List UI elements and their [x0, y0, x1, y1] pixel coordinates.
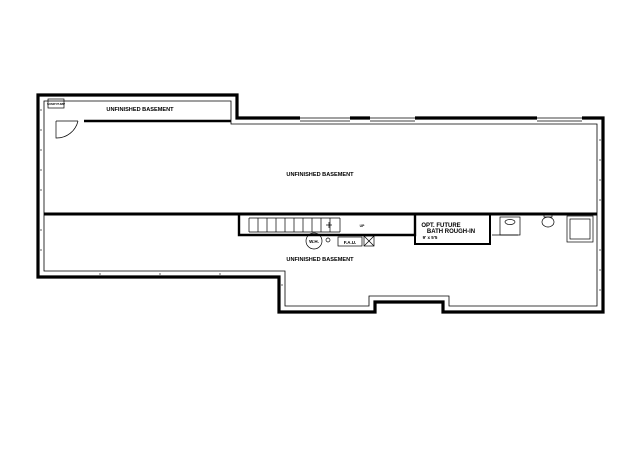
furnace-icon [337, 236, 363, 247]
bath-label-2: BATH ROUGH-IN [427, 229, 475, 235]
stairs: UP [237, 214, 417, 237]
sump-pump-box: SUMP PUMP [47, 98, 65, 109]
window-openings [300, 115, 582, 127]
bath-rough-in: OPT. FUTURE BATH ROUGH-IN 9' x 5'5 [414, 213, 594, 245]
up-label: UP [360, 224, 365, 228]
shower-icon [566, 215, 594, 243]
mechanical-equipment: W.H. F.A.U. [305, 232, 375, 250]
wall-hatching [40, 109, 601, 291]
bath-dims: 9' x 5'5 [423, 235, 438, 240]
sump-label: SUMP PUMP [47, 102, 65, 106]
bath-label-1: OPT. FUTURE [421, 223, 460, 229]
door-swing [55, 120, 79, 139]
water-heater-label: W.H. [309, 239, 319, 244]
toilet-icon [541, 216, 555, 228]
water-heater-icon [305, 232, 323, 250]
furnace-label: F.A.U. [344, 240, 357, 245]
foundation-wall [36, 93, 605, 314]
room-label-lower: UNFINISHED BASEMENT [286, 257, 354, 263]
room-label-main: UNFINISHED BASEMENT [286, 172, 354, 178]
room-label-upper-left: UNFINISHED BASEMENT [106, 107, 174, 113]
